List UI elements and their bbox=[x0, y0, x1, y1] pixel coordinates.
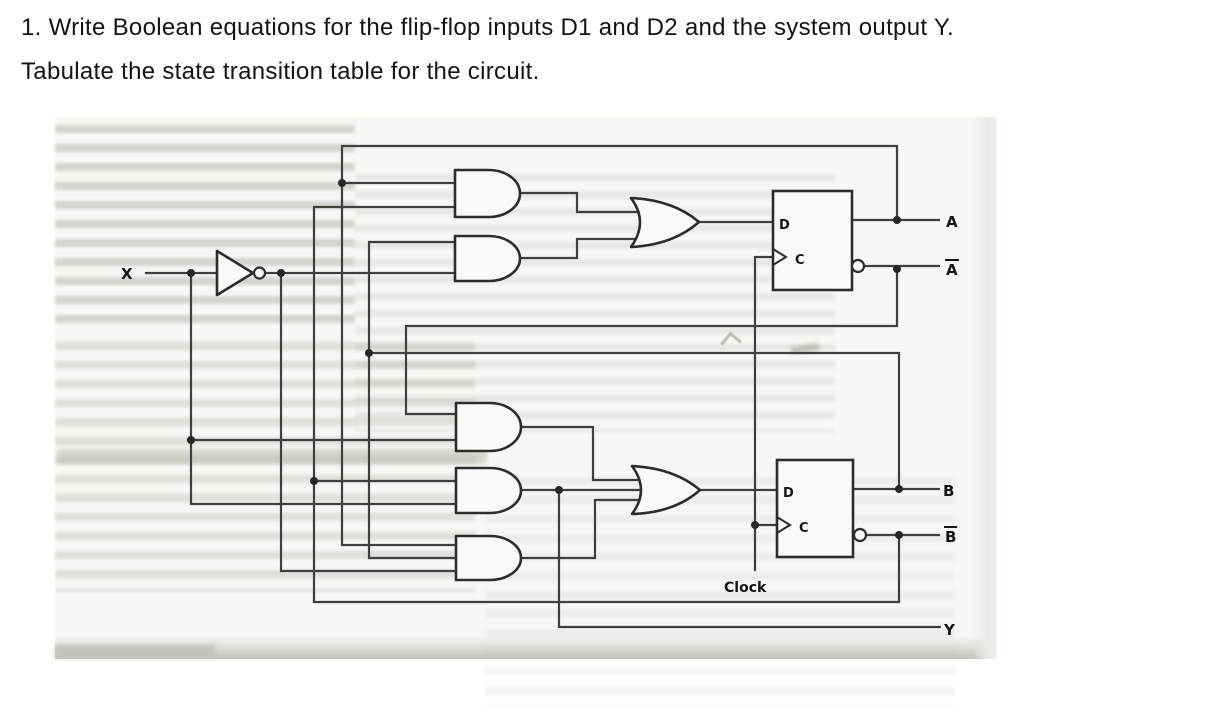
junction-dot bbox=[893, 265, 901, 273]
input-x-label: X bbox=[121, 265, 133, 283]
wire-and1-to-or1 bbox=[520, 191, 650, 214]
ff1-clock-edge-icon bbox=[772, 248, 788, 266]
wire-x-input bbox=[145, 271, 458, 506]
ff2-d-pin-label: D bbox=[783, 486, 794, 501]
scan-edge-shadow bbox=[973, 117, 997, 659]
ff2-c-pin-label: C bbox=[799, 521, 809, 536]
or-gate-2 bbox=[630, 464, 702, 516]
junction-dot bbox=[365, 349, 373, 357]
gates bbox=[215, 168, 868, 582]
junction-dot bbox=[893, 216, 901, 224]
wire-and3-to-or2 bbox=[520, 425, 650, 482]
labels: X D C A A D C B B Clock Y bbox=[121, 213, 959, 639]
ff2-clock-edge-icon bbox=[776, 516, 792, 534]
wire-a-feedback bbox=[340, 144, 899, 547]
wire-and5-to-or2 bbox=[520, 498, 650, 560]
not-gate-bubble bbox=[252, 266, 267, 280]
output-abar-label: A bbox=[946, 261, 958, 279]
ff2-qbar-bubble bbox=[852, 527, 868, 543]
ff1-d-pin-label: D bbox=[779, 218, 790, 233]
and-gate-3 bbox=[454, 401, 523, 453]
junction-dot bbox=[277, 269, 285, 277]
junction-dot bbox=[895, 531, 903, 539]
not-gate bbox=[215, 249, 255, 297]
and-gate-4 bbox=[454, 466, 523, 515]
wire-and2-to-or1 bbox=[520, 237, 650, 260]
junction-dot bbox=[895, 485, 903, 493]
d-flip-flop-2-box bbox=[775, 458, 855, 559]
wire-abar-feedback bbox=[404, 269, 899, 416]
wire-bbar-feedback bbox=[312, 205, 901, 604]
d-flip-flop-1-box bbox=[771, 189, 854, 292]
junction-dot bbox=[338, 179, 346, 187]
scan-edge-shadow bbox=[55, 635, 997, 659]
and-gate-2 bbox=[453, 234, 522, 283]
question-text-line2: Tabulate the state transition table for … bbox=[21, 58, 540, 85]
output-b-label: B bbox=[943, 482, 954, 500]
junction-dot bbox=[187, 436, 195, 444]
junction-dot bbox=[555, 486, 563, 494]
output-bbar-label: B bbox=[945, 528, 956, 546]
wire-xbar bbox=[265, 271, 458, 573]
junction-dots bbox=[187, 179, 903, 539]
junction-dot bbox=[310, 477, 318, 485]
question-text-line1: 1. Write Boolean equations for the flip-… bbox=[21, 14, 955, 41]
or-gate-1 bbox=[629, 196, 701, 249]
output-y-label: Y bbox=[943, 621, 956, 639]
wire-y-output bbox=[557, 490, 941, 629]
junction-dot bbox=[751, 521, 759, 529]
ff1-c-pin-label: C bbox=[795, 253, 805, 268]
clock-label: Clock bbox=[724, 580, 767, 596]
junction-dot bbox=[187, 269, 195, 277]
and-gate-1 bbox=[453, 168, 522, 219]
output-a-label: A bbox=[946, 213, 958, 231]
and-gate-5 bbox=[454, 534, 523, 582]
ff1-qbar-bubble bbox=[850, 258, 866, 274]
